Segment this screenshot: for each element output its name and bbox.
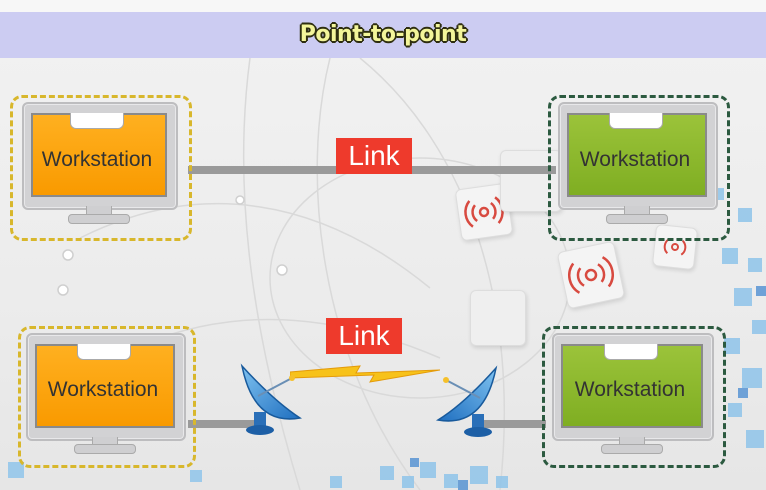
bottom-link-label: Link bbox=[326, 318, 402, 354]
wireless-icon bbox=[558, 242, 624, 308]
cube-tile bbox=[470, 290, 526, 346]
monitor-base bbox=[74, 444, 136, 454]
monitor-base bbox=[601, 444, 663, 454]
satellite-dish-icon bbox=[234, 356, 306, 436]
top-strip bbox=[0, 0, 766, 12]
monitor-tab bbox=[609, 113, 663, 129]
page-title: Point-to-point bbox=[0, 12, 766, 58]
lightning-bolt-icon bbox=[290, 360, 440, 390]
bottom-right-workstation-label: Workstation bbox=[561, 378, 699, 402]
monitor-tab bbox=[70, 113, 124, 129]
monitor-tab bbox=[604, 344, 658, 360]
top-right-workstation-label: Workstation bbox=[567, 148, 703, 172]
monitor-base bbox=[68, 214, 130, 224]
monitor-base bbox=[606, 214, 668, 224]
bottom-left-workstation-label: Workstation bbox=[35, 378, 171, 402]
monitor-tab bbox=[77, 344, 131, 360]
wireless-tile bbox=[557, 241, 626, 310]
top-left-workstation-label: Workstation bbox=[31, 148, 163, 172]
satellite-dish-icon bbox=[432, 360, 504, 440]
top-link-label: Link bbox=[336, 138, 412, 174]
